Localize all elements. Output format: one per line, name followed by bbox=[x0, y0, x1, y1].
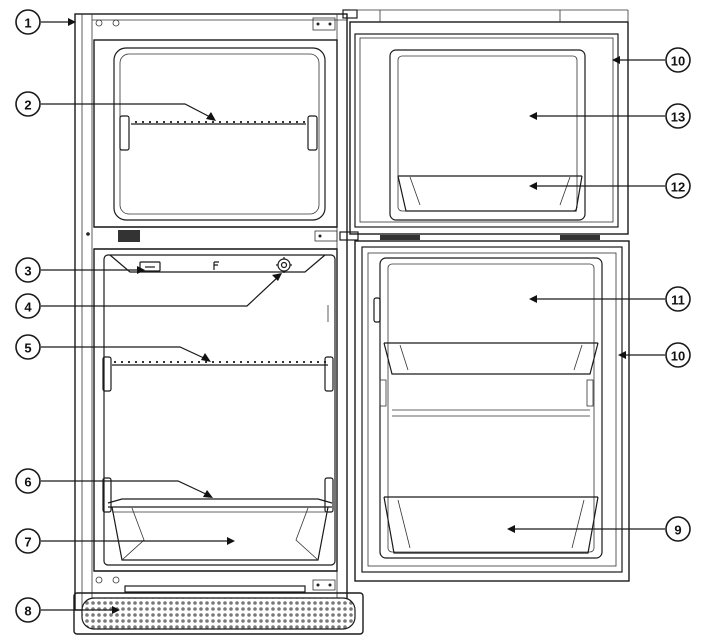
callout-9: 9 bbox=[665, 516, 691, 542]
callout-10-lower-label: 10 bbox=[671, 349, 685, 364]
fresh-food-door-gasket bbox=[361, 246, 623, 573]
fresh-food-door-liner bbox=[379, 257, 603, 559]
callout-7: 7 bbox=[15, 528, 41, 554]
cabinet-screw bbox=[86, 232, 90, 236]
callout-12-label: 12 bbox=[671, 180, 685, 195]
callout-12: 12 bbox=[665, 173, 691, 199]
fresh-food-door bbox=[354, 240, 630, 582]
callout-10-lower: 10 bbox=[665, 342, 691, 368]
callout-13-label: 13 bbox=[671, 110, 685, 125]
freezer-cavity-frame bbox=[93, 39, 338, 228]
callout-6-label: 6 bbox=[24, 475, 31, 490]
fresh-food-cavity-frame bbox=[93, 248, 338, 572]
freezer-compartment bbox=[93, 17, 338, 228]
freezer-door-gasket bbox=[354, 33, 619, 228]
freezer-door bbox=[349, 9, 629, 240]
callout-10-top-label: 10 bbox=[671, 54, 685, 69]
freezer-inner-liner bbox=[113, 47, 326, 221]
fresh-food-inner-liner bbox=[103, 254, 336, 566]
leader-lines bbox=[41, 18, 665, 614]
callout-13: 13 bbox=[665, 103, 691, 129]
freezer-door-liner bbox=[389, 49, 586, 221]
callout-7-label: 7 bbox=[24, 535, 31, 550]
callout-10-top: 10 bbox=[665, 47, 691, 73]
callout-5-label: 5 bbox=[24, 341, 31, 356]
cabinet-bottom bbox=[94, 570, 337, 593]
crisper-drawer bbox=[111, 506, 329, 561]
base-grille bbox=[73, 592, 364, 635]
fresh-food-shelf bbox=[102, 356, 334, 392]
callout-9-label: 9 bbox=[674, 523, 681, 538]
middle-hinge bbox=[339, 231, 359, 241]
callout-8-label: 8 bbox=[24, 604, 31, 619]
upper-door-shelf bbox=[383, 342, 599, 375]
callout-4-label: 4 bbox=[24, 300, 32, 315]
callout-1-label: 1 bbox=[24, 16, 31, 31]
callout-1: 1 bbox=[15, 9, 41, 35]
callout-8: 8 bbox=[15, 597, 41, 623]
freezer-shelf bbox=[119, 115, 318, 151]
callout-2-label: 2 bbox=[24, 98, 31, 113]
callout-11-label: 11 bbox=[671, 293, 685, 308]
callout-11: 11 bbox=[665, 286, 691, 312]
callout-3: 3 bbox=[15, 257, 41, 283]
control-panel bbox=[109, 254, 326, 273]
crisper-cover bbox=[102, 477, 334, 513]
callout-3-label: 3 bbox=[24, 264, 31, 279]
thermostat-knob-icon bbox=[277, 258, 291, 272]
callout-4: 4 bbox=[15, 293, 41, 319]
freezer-door-bin bbox=[397, 175, 583, 212]
lower-door-shelf bbox=[383, 496, 599, 554]
light-bulb-icon bbox=[213, 261, 219, 270]
fresh-food-compartment bbox=[93, 248, 338, 572]
compartment-divider bbox=[94, 226, 338, 250]
freezer-door-frame bbox=[349, 21, 629, 235]
callout-5: 5 bbox=[15, 334, 41, 360]
callout-6: 6 bbox=[15, 468, 41, 494]
callout-2: 2 bbox=[15, 91, 41, 117]
fresh-food-door-frame bbox=[354, 240, 630, 582]
light-switch-icon bbox=[139, 261, 161, 272]
